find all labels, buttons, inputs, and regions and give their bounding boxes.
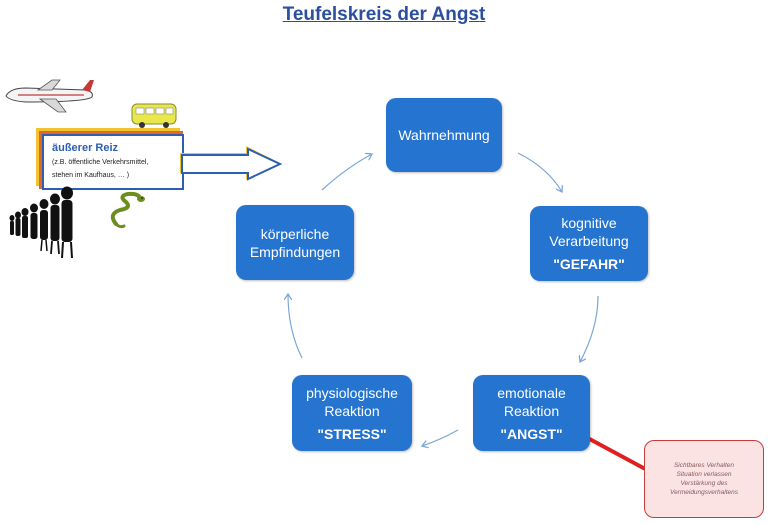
node-label: kognitive (561, 215, 617, 231)
node-label: Empfindungen (249, 243, 341, 260)
note-line: Situation verlassen (676, 471, 732, 478)
bus-icon (131, 103, 177, 128)
people-queue-icon (9, 186, 73, 259)
note-line: Vermeidungsverhaltens (669, 489, 739, 496)
note-line: Sichtbares Verhalten (673, 462, 735, 469)
behavior-note-box: Sichtbares Verhalten Situation verlassen… (644, 440, 764, 518)
node-physiologische-reaktion: physiologische Reaktion "STRESS" (292, 375, 412, 451)
node-wahrnehmung: Wahrnehmung (386, 98, 502, 172)
trigger-arrow (181, 147, 283, 181)
arrow-wahrnehmung-to-kognitiv (517, 152, 562, 192)
node-label: körperliche (260, 225, 330, 242)
arrow-koerperlich-to-wahrnehmung (321, 154, 372, 191)
node-emphasis: "GEFAHR" (553, 256, 625, 272)
snake-icon (110, 191, 145, 229)
arrow-kognitiv-to-emotional (580, 295, 599, 362)
node-label: Verarbeitung (549, 233, 629, 249)
trigger-subtitle-line: (z.B. öffentliche Verkehrsmittel, (52, 159, 149, 166)
node-label: emotionale (497, 384, 566, 401)
trigger-box: äußerer Reiz (z.B. öffentliche Verkehrsm… (42, 134, 184, 190)
node-label: physiologische (306, 384, 398, 401)
node-emphasis: "STRESS" (317, 425, 387, 442)
node-emphasis: "ANGST" (500, 425, 563, 442)
note-line: Verstärkung des (680, 480, 728, 487)
arrow-emotional-to-physiologisch (422, 429, 459, 446)
trigger-title: äußerer Reiz (52, 142, 119, 154)
arrow-physiologisch-to-koerperlich (288, 294, 303, 359)
node-koerperliche-empfindungen: körperliche Empfindungen (236, 205, 354, 280)
node-label: Reaktion (324, 402, 380, 419)
node-emotionale-reaktion: emotionale Reaktion "ANGST" (473, 375, 590, 451)
node-kognitive-verarbeitung: kognitive Verarbeitung "GEFAHR" (530, 206, 648, 281)
trigger-subtitle-line: stehen im Kaufhaus, … ) (52, 172, 130, 179)
node-label: Wahrnehmung (398, 127, 490, 143)
page-title: Teufelskreis der Angst (282, 4, 486, 25)
airplane-icon (5, 79, 94, 113)
node-label: Reaktion (503, 402, 560, 419)
